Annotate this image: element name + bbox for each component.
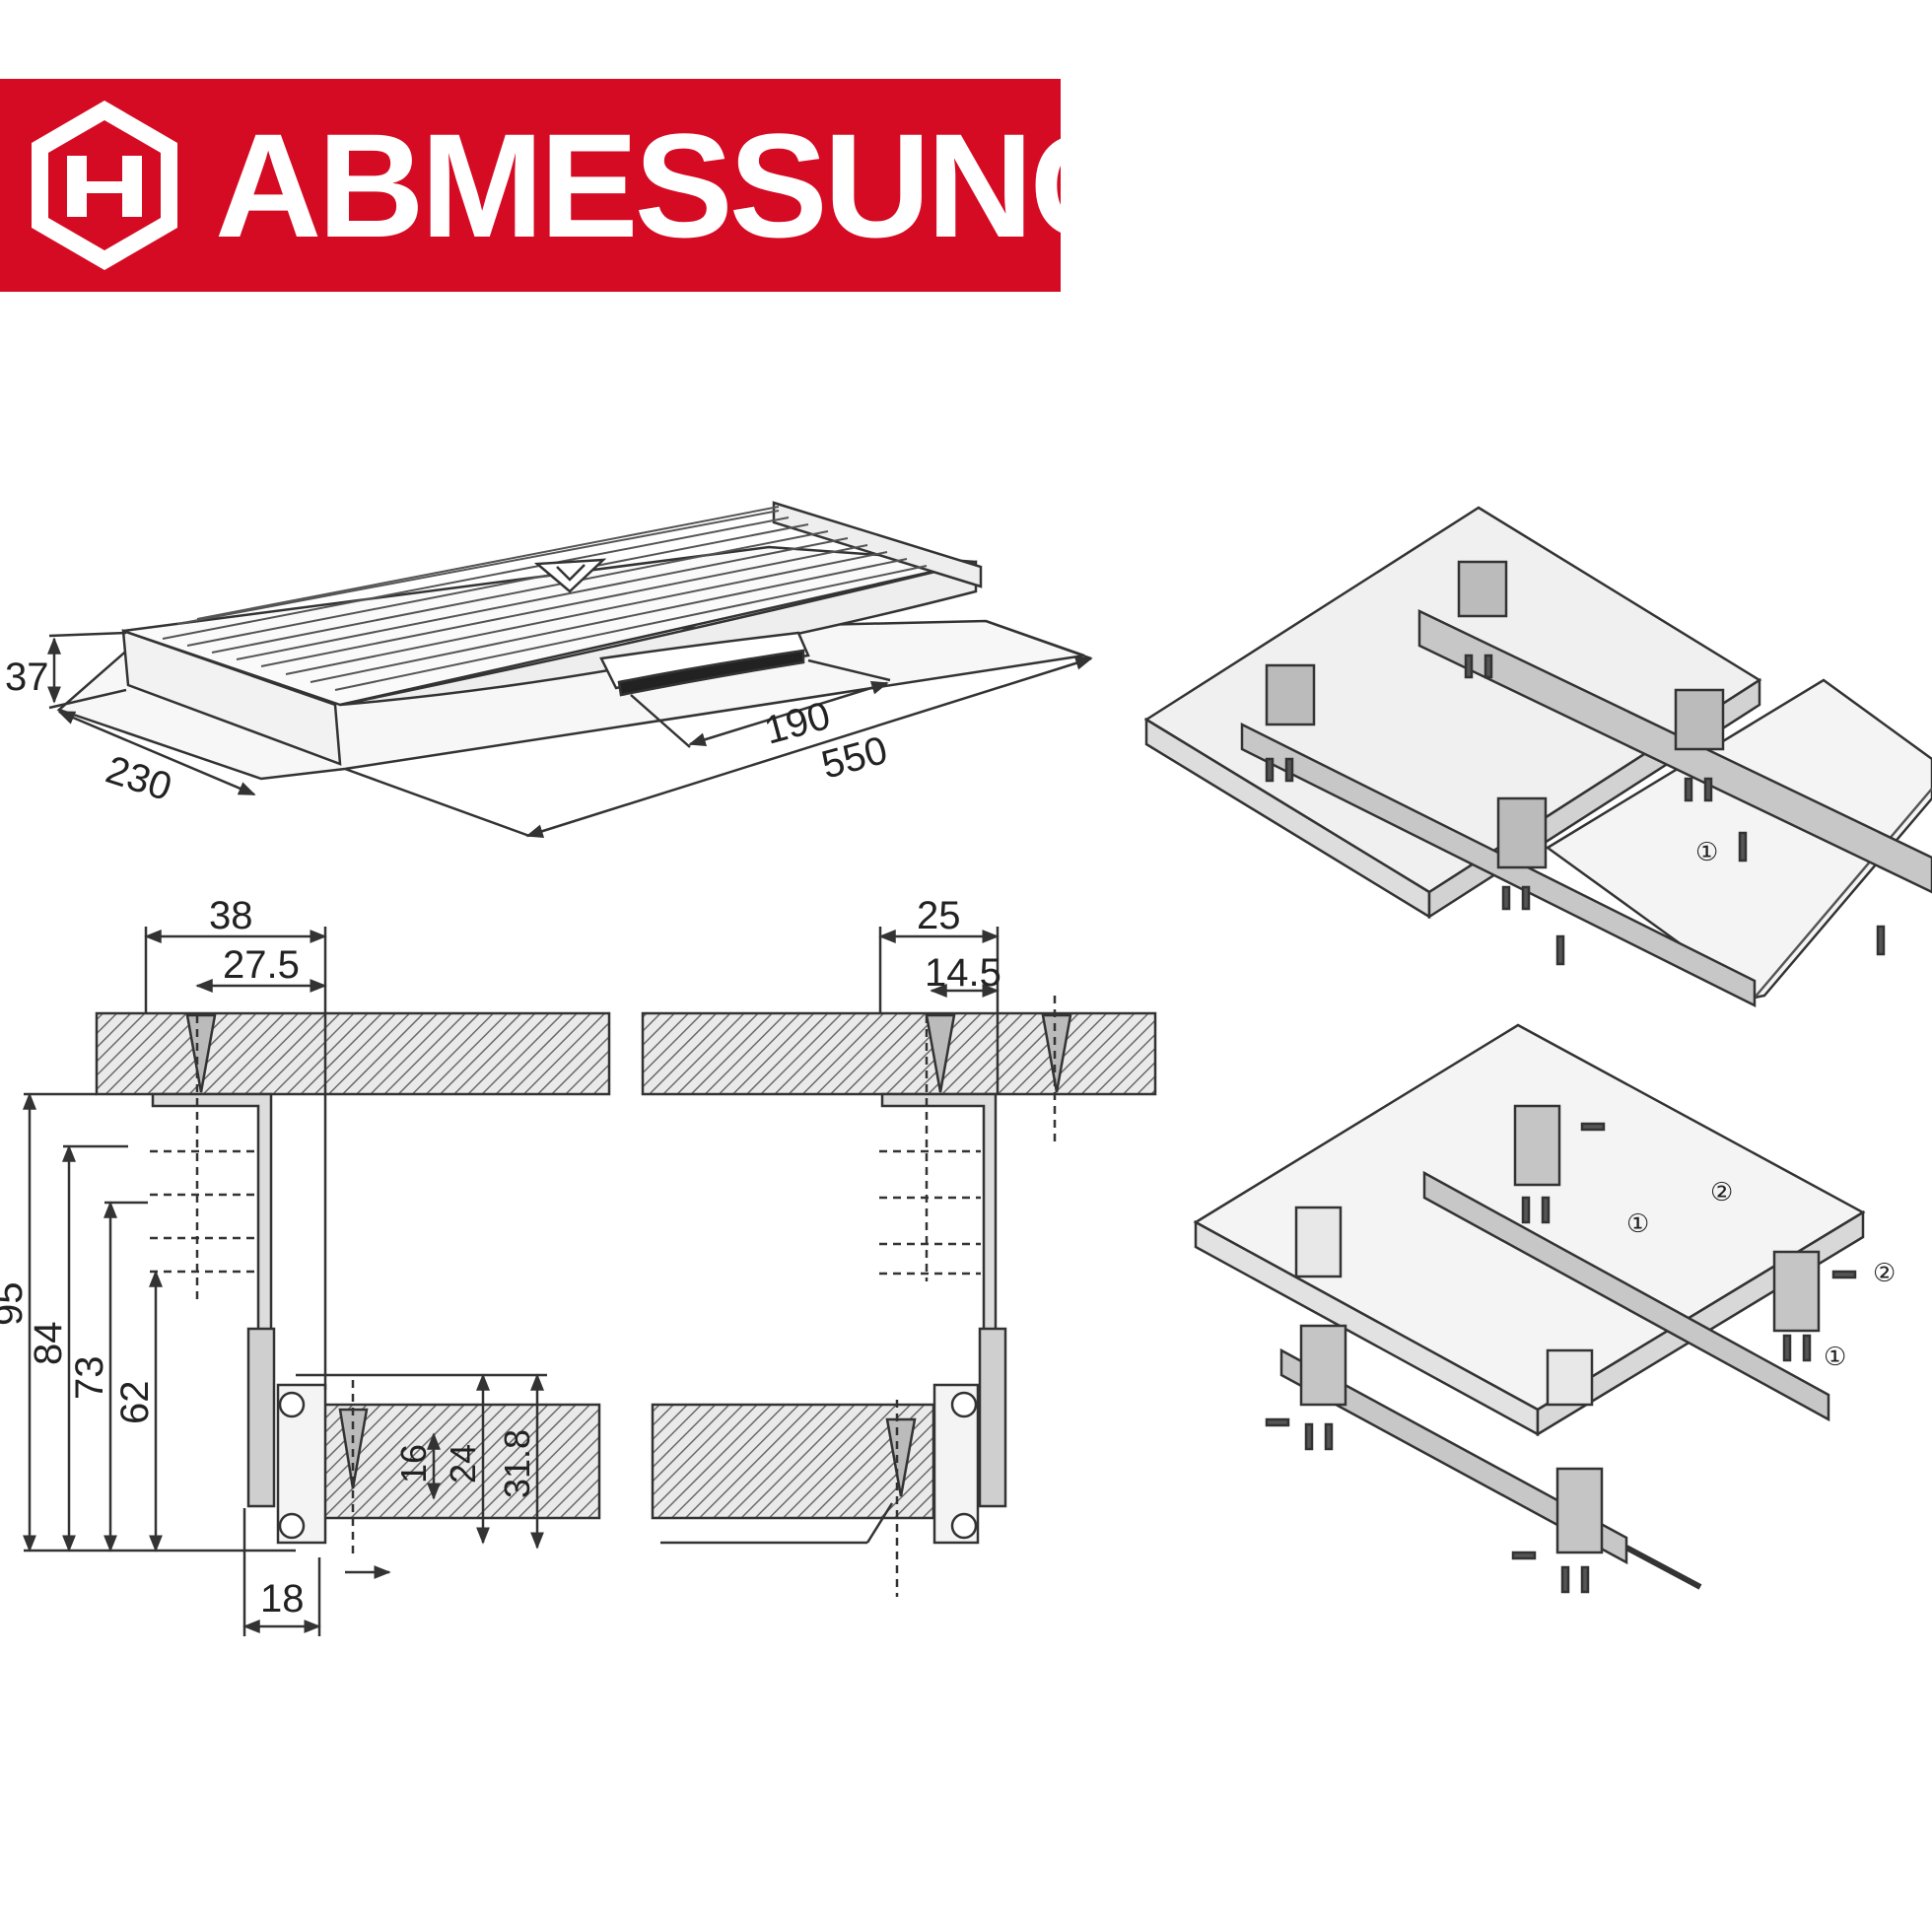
- hexagon-h-logo-icon: [32, 101, 177, 270]
- dim-board-31-8: 31.8: [497, 1429, 537, 1498]
- assembly-step-1-top: ①: [1695, 837, 1718, 866]
- assembly-step-2-bottom-a: ②: [1710, 1177, 1733, 1207]
- dim-right-25: 25: [917, 894, 961, 937]
- dim-left-18: 18: [260, 1577, 305, 1621]
- assembly-step-1-bottom-b: ①: [1824, 1342, 1846, 1371]
- dim-right-14-5: 14.5: [925, 951, 1001, 995]
- page-title: ABMESSUNGEN: [215, 103, 1342, 268]
- assembly-step-1-bottom-a: ①: [1626, 1208, 1649, 1238]
- dim-left-38: 38: [209, 894, 253, 937]
- dim-board-16: 16: [393, 1444, 434, 1484]
- assembly-drawing-top: [1143, 506, 1932, 1008]
- dim-board-24: 24: [443, 1444, 483, 1484]
- header-banner: ABMESSUNGEN: [0, 79, 1342, 292]
- assembly-step-2-bottom-b: ②: [1873, 1258, 1896, 1287]
- assembly-drawing-bottom: [1193, 1023, 1866, 1594]
- dim-left-95: 95: [0, 1282, 31, 1327]
- dim-height-37: 37: [5, 656, 49, 699]
- banner-background: [0, 79, 1061, 292]
- dim-left-62: 62: [113, 1381, 157, 1425]
- dim-left-84: 84: [27, 1322, 70, 1366]
- tray-perspective-drawing: [47, 501, 1093, 838]
- dim-left-73: 73: [68, 1356, 111, 1401]
- left-section-drawing: [23, 927, 611, 1636]
- dim-left-27-5: 27.5: [223, 943, 300, 987]
- right-section-drawing: [641, 927, 1157, 1597]
